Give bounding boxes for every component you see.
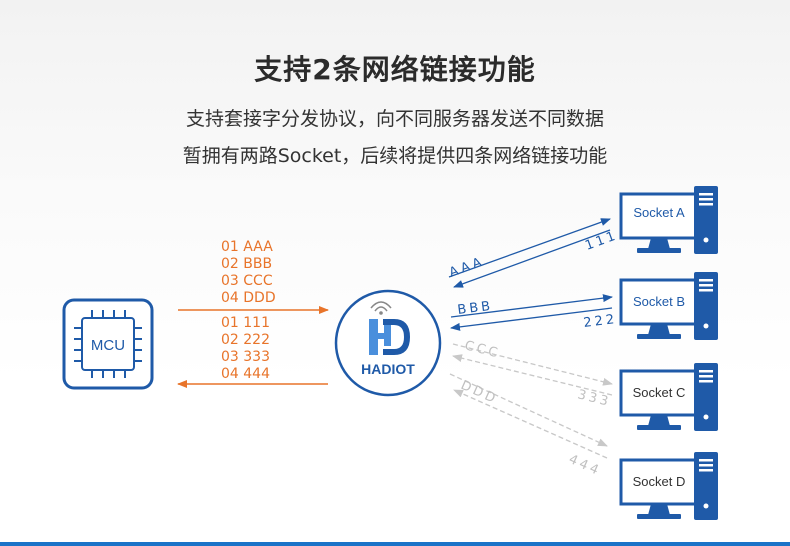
downlink-code: 02 222 xyxy=(221,332,270,348)
link-d-receive-label: 444 xyxy=(566,452,603,479)
socket-d-label: Socket D xyxy=(633,474,686,489)
socket-b-computer-icon xyxy=(619,272,718,340)
device-label: HADIOT xyxy=(361,361,415,377)
uplink-code-list: 01 AAA 02 BBB 03 CCC 04 DDD xyxy=(221,239,276,306)
downlink-code-list: 01 111 02 222 03 333 04 444 xyxy=(221,315,270,382)
link-d-send-arrow xyxy=(449,373,608,447)
hadiot-device-icon xyxy=(334,289,442,397)
uplink-code: 03 CCC xyxy=(221,273,273,289)
link-b-receive-arrow xyxy=(450,307,613,331)
link-c-receive-label: 333 xyxy=(576,387,612,410)
link-a-receive-label: 111 xyxy=(583,228,620,254)
uplink-code: 04 DDD xyxy=(221,290,276,306)
downlink-code: 03 333 xyxy=(221,349,270,365)
mcu-chip-icon xyxy=(62,298,154,390)
socket-c-computer-icon xyxy=(619,363,718,431)
socket-a-computer-icon xyxy=(619,186,718,254)
link-c-send-label: CCC xyxy=(463,338,502,361)
link-a-send-arrow xyxy=(448,218,611,278)
link-d-send-label: DDD xyxy=(458,378,500,408)
link-a-receive-arrow xyxy=(453,229,611,288)
link-c-send-arrow xyxy=(452,343,613,386)
link-b-send-label: BBB xyxy=(457,299,494,318)
page-title: 支持2条网络链接功能 xyxy=(254,53,536,86)
link-b-send-arrow xyxy=(450,294,613,318)
socket-b-label: Socket B xyxy=(633,294,685,309)
uplink-code: 02 BBB xyxy=(221,256,272,272)
link-b-receive-label: 222 xyxy=(583,312,618,331)
bottom-accent-bar xyxy=(0,542,790,546)
socket-d-computer-icon xyxy=(619,452,718,520)
link-c-receive-arrow xyxy=(452,354,613,396)
downlink-code: 01 111 xyxy=(221,315,270,331)
downlink-code: 04 444 xyxy=(221,366,270,382)
socket-c-label: Socket C xyxy=(633,385,686,400)
uplink-code: 01 AAA xyxy=(221,239,273,255)
mcu-label: MCU xyxy=(91,337,125,354)
subtitle-line-2: 暂拥有两路Socket，后续将提供四条网络链接功能 xyxy=(182,145,608,167)
subtitle-line-1: 支持套接字分发协议，向不同服务器发送不同数据 xyxy=(185,108,604,130)
link-d-receive-arrow xyxy=(453,389,608,459)
socket-a-label: Socket A xyxy=(633,205,685,220)
